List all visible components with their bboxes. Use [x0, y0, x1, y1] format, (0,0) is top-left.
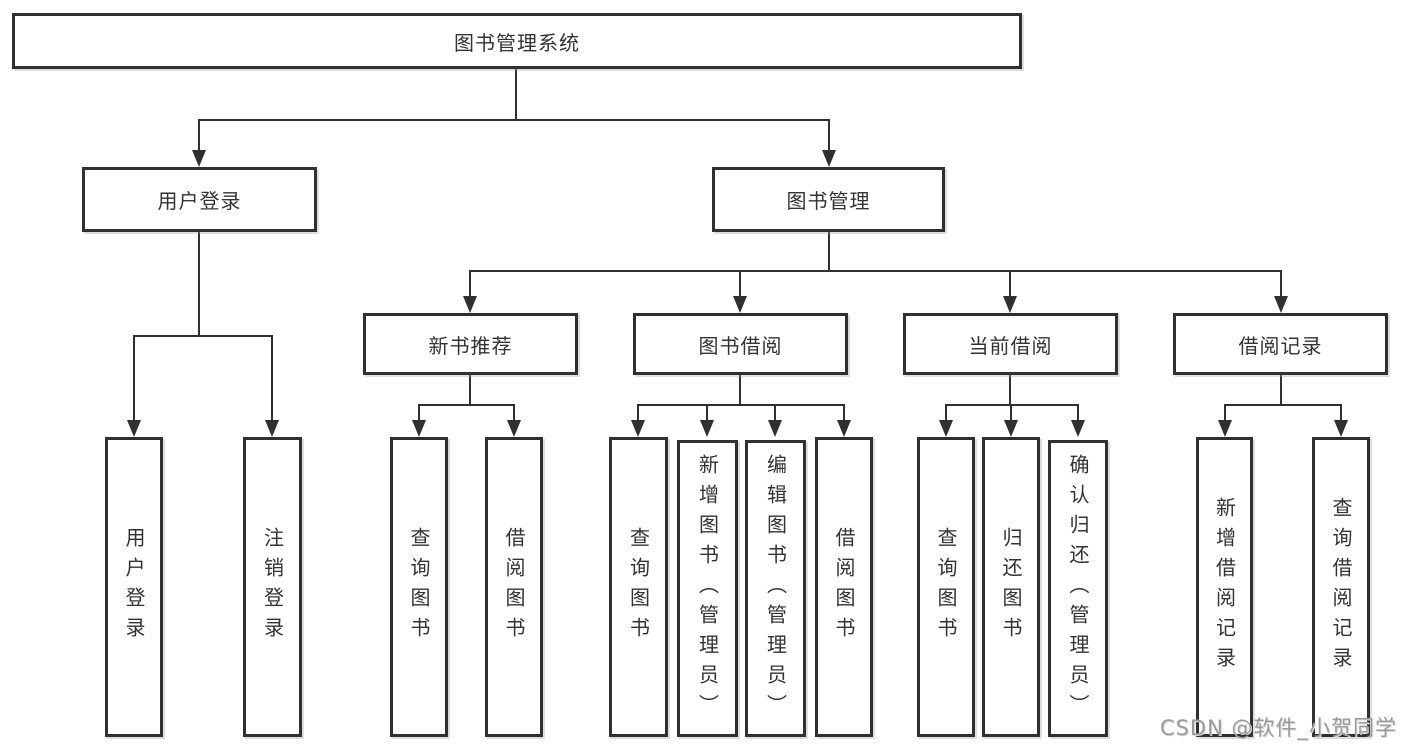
leaf-query-books-current: 查询图书: [917, 437, 975, 737]
leaf-return-books: 归还图书: [982, 437, 1040, 737]
connector-arrowhead-icon: [1004, 420, 1018, 437]
node-label: 新书推荐: [428, 333, 513, 358]
node-book-management: 图书管理: [712, 167, 945, 232]
leaf-add-borrow-record: 新增借阅记录: [1196, 437, 1253, 737]
leaf-borrow-books-borrowing: 借阅图书: [815, 437, 873, 737]
connector-line: [1009, 270, 1011, 298]
connector-arrowhead-icon: [837, 420, 851, 437]
connector-line: [133, 335, 135, 423]
node-label: 新增借阅记录: [1212, 497, 1237, 677]
connector-arrowhead-icon: [1071, 420, 1085, 437]
connector-line: [828, 119, 830, 153]
node-label: 借阅图书: [502, 527, 526, 647]
connector-arrowhead-icon: [1218, 420, 1232, 437]
connector-line: [418, 404, 420, 425]
node-label: 编辑图书（管理员）: [763, 453, 788, 724]
node-current-borrowing: 当前借阅: [903, 313, 1118, 375]
leaf-confirm-return-admin: 确认归还（管理员）: [1048, 440, 1108, 737]
connector-line: [469, 270, 471, 298]
connector-line: [1009, 375, 1011, 406]
connector-arrowhead-icon: [127, 420, 141, 437]
node-label: 查询图书: [626, 527, 651, 647]
leaf-add-book-admin: 新增图书（管理员）: [677, 440, 738, 737]
connector-line: [133, 335, 273, 337]
connector-line: [739, 270, 741, 298]
connector-line: [828, 232, 830, 272]
node-label: 当前借阅: [968, 333, 1053, 358]
connector-line: [271, 335, 273, 423]
node-label: 图书管理系统: [454, 30, 580, 55]
connector-line: [198, 119, 830, 121]
connector-line: [469, 270, 1282, 272]
connector-arrowhead-icon: [939, 420, 953, 437]
connector-line: [513, 404, 515, 425]
node-label: 用户登录: [122, 527, 146, 647]
connector-line: [418, 404, 515, 406]
connector-line: [515, 68, 517, 121]
connector-line: [198, 119, 200, 153]
connector-line: [1280, 375, 1282, 406]
node-label: 确认归还（管理员）: [1066, 453, 1090, 724]
node-label: 注销登录: [260, 527, 285, 647]
connector-arrowhead-icon: [631, 420, 645, 437]
node-book-borrowing: 图书借阅: [633, 313, 848, 375]
connector-line: [198, 232, 200, 336]
connector-arrowhead-icon: [463, 296, 477, 313]
connector-arrowhead-icon: [1003, 296, 1017, 313]
connector-line: [1010, 404, 1012, 425]
connector-arrowhead-icon: [412, 420, 426, 437]
node-label: 查询借阅记录: [1329, 497, 1353, 677]
node-label: 查询图书: [934, 527, 958, 647]
connector-arrowhead-icon: [768, 420, 782, 437]
leaf-edit-book-admin: 编辑图书（管理员）: [745, 440, 806, 737]
node-label: 图书管理: [786, 189, 871, 213]
connector-arrowhead-icon: [733, 296, 747, 313]
connector-arrowhead-icon: [822, 150, 836, 167]
connector-arrowhead-icon: [265, 420, 279, 437]
node-library-system: 图书管理系统: [12, 13, 1022, 69]
leaf-logout: 注销登录: [243, 437, 302, 737]
connector-line: [469, 375, 471, 406]
connector-line: [1224, 404, 1226, 425]
node-borrow-records: 借阅记录: [1173, 313, 1388, 375]
leaf-query-borrow-record: 查询借阅记录: [1312, 437, 1370, 737]
connector-line: [945, 404, 1079, 406]
node-label: 借阅图书: [832, 527, 856, 647]
connector-line: [843, 404, 845, 425]
connector-arrowhead-icon: [507, 420, 521, 437]
connector-line: [945, 404, 947, 425]
leaf-borrow-books-recommend: 借阅图书: [485, 437, 543, 737]
node-label: 用户登录: [157, 189, 242, 213]
watermark: CSDN @软件_小贺同学: [1159, 716, 1397, 740]
connector-line: [637, 404, 845, 406]
connector-arrowhead-icon: [192, 150, 206, 167]
connector-arrowhead-icon: [1334, 420, 1348, 437]
node-user-login: 用户登录: [82, 167, 317, 232]
leaf-query-books-borrowing: 查询图书: [609, 437, 668, 737]
node-label: 借阅记录: [1238, 333, 1323, 358]
connector-line: [1340, 404, 1342, 425]
node-new-book-recommend: 新书推荐: [363, 313, 578, 375]
connector-line: [637, 404, 639, 425]
connector-line: [1280, 270, 1282, 298]
node-label: 新增图书（管理员）: [695, 453, 720, 724]
node-label: 归还图书: [999, 527, 1023, 647]
node-label: 图书借阅: [698, 333, 783, 358]
connector-line: [1224, 404, 1342, 406]
node-label: 查询图书: [407, 527, 431, 647]
connector-arrowhead-icon: [700, 420, 714, 437]
leaf-user-login: 用户登录: [105, 437, 163, 737]
connector-line: [739, 375, 741, 406]
connector-line: [774, 404, 776, 425]
connector-line: [1077, 404, 1079, 425]
leaf-query-books-recommend: 查询图书: [390, 437, 448, 737]
connector-arrowhead-icon: [1274, 296, 1288, 313]
connector-line: [706, 404, 708, 425]
